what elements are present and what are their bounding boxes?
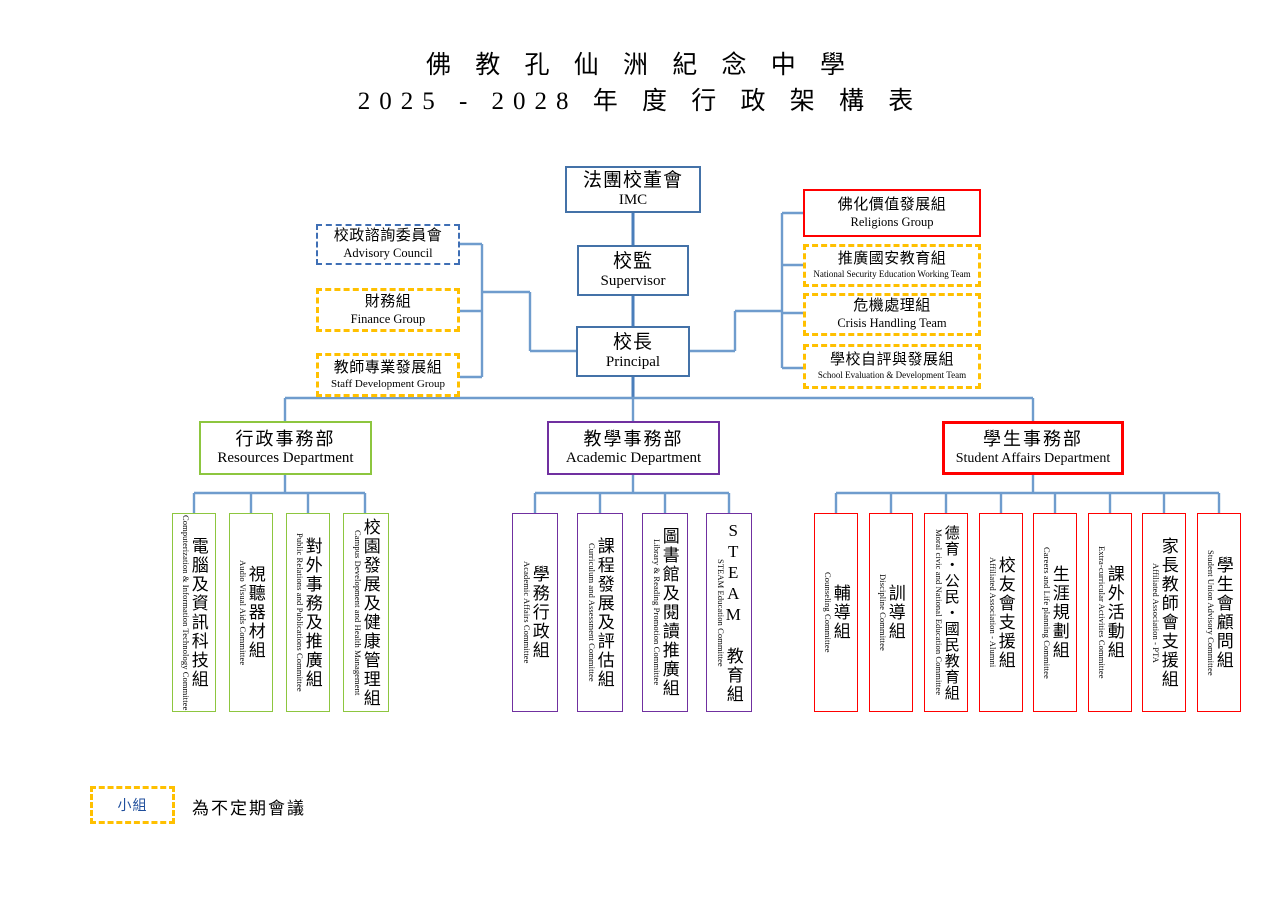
legend-sample-label: 小組 bbox=[117, 799, 148, 814]
committee-counseling[interactable]: 輔導組 Counseling Committee bbox=[814, 513, 858, 712]
department-resources-en: Resources Department bbox=[217, 449, 354, 466]
committee-student-union-advisory[interactable]: 學生會顧問組 Student Union Advisory Committee bbox=[1197, 513, 1241, 712]
legend-sample-box: 小組 bbox=[90, 786, 175, 824]
committee-alumni-support[interactable]: 校友會支援組 Affiliated Association - Alumni bbox=[979, 513, 1023, 712]
committee-audio-visual-aids[interactable]: 視聽器材組 Audio Visual Aids Committee bbox=[229, 513, 273, 712]
committee-computerization-it[interactable]: 電腦及資訊科技組 Computerization & Information T… bbox=[172, 513, 216, 712]
committee-campus-development-cn: 校園發展及健康管理組 bbox=[360, 517, 380, 708]
node-supervisor-en: Supervisor bbox=[600, 273, 666, 290]
committee-extra-curricular-activities-en: Extra-curricular Activities Committee bbox=[1096, 546, 1107, 679]
node-advisory-council-en: Advisory Council bbox=[343, 246, 433, 261]
committee-steam-education-en: STEAM Education Committee bbox=[715, 558, 726, 667]
node-supervisor[interactable]: 校監 Supervisor bbox=[577, 245, 689, 296]
node-religions-group[interactable]: 佛化價值發展組 Religions Group bbox=[803, 189, 981, 237]
committee-student-union-advisory-cn: 學生會顧問組 bbox=[1213, 555, 1233, 670]
node-staff-development-group-en: Staff Development Group bbox=[330, 377, 446, 390]
committee-curriculum-assessment[interactable]: 課程發展及評估組 Curriculum and Assessment Commi… bbox=[577, 513, 623, 712]
node-principal-cn: 校長 bbox=[612, 331, 653, 353]
node-school-evaluation-team[interactable]: 學校自評與發展組 School Evaluation & Development… bbox=[803, 344, 981, 389]
node-supervisor-cn: 校監 bbox=[612, 250, 653, 272]
legend-note: 為不定期會議 bbox=[192, 799, 306, 818]
department-student-affairs[interactable]: 學生事務部 Student Affairs Department bbox=[942, 421, 1124, 475]
committee-steam-education[interactable]: STEAM 教育組 STEAM Education Committee bbox=[706, 513, 752, 712]
committee-careers-life-planning[interactable]: 生涯規劃組 Careers and Life planning Committe… bbox=[1033, 513, 1077, 712]
committee-computerization-it-en: Computerization & Information Technology… bbox=[180, 514, 191, 711]
node-advisory-council[interactable]: 校政諮詢委員會 Advisory Council bbox=[316, 224, 460, 265]
committee-curriculum-assessment-cn: 課程發展及評估組 bbox=[594, 536, 614, 689]
node-staff-development-group-cn: 教師專業發展組 bbox=[333, 359, 443, 376]
committee-steam-education-cn: STEAM 教育組 bbox=[723, 521, 743, 704]
committee-library-reading-en: Library & Reading Promotion Committee bbox=[651, 539, 662, 686]
node-national-security-team-en: National Security Education Working Team bbox=[813, 269, 971, 280]
node-principal-en: Principal bbox=[605, 354, 661, 371]
committee-pta-support-cn: 家長教師會支援組 bbox=[1158, 536, 1178, 689]
page-title: 佛 教 孔 仙 洲 紀 念 中 學 2025 - 2028 年 度 行 政 架 … bbox=[0, 48, 1280, 120]
department-academic[interactable]: 教學事務部 Academic Department bbox=[547, 421, 720, 475]
node-staff-development-group[interactable]: 教師專業發展組 Staff Development Group bbox=[316, 353, 460, 397]
committee-academic-affairs-en: Academic Affairs Committee bbox=[521, 561, 532, 664]
node-finance-group-en: Finance Group bbox=[350, 311, 426, 326]
node-national-security-team[interactable]: 推廣國安教育組 National Security Education Work… bbox=[803, 244, 981, 287]
node-national-security-team-cn: 推廣國安教育組 bbox=[837, 251, 947, 268]
department-student-affairs-en: Student Affairs Department bbox=[955, 450, 1111, 466]
node-principal[interactable]: 校長 Principal bbox=[576, 326, 690, 377]
node-school-evaluation-team-cn: 學校自評與發展組 bbox=[829, 352, 954, 369]
committee-alumni-support-cn: 校友會支援組 bbox=[995, 555, 1015, 670]
department-academic-en: Academic Department bbox=[565, 449, 702, 466]
committee-counseling-en: Counseling Committee bbox=[822, 572, 833, 653]
committee-computerization-it-cn: 電腦及資訊科技組 bbox=[188, 536, 208, 689]
committee-discipline-en: Discipline Committee bbox=[877, 574, 888, 651]
committee-academic-affairs[interactable]: 學務行政組 Academic Affairs Committee bbox=[512, 513, 558, 712]
committee-public-relations-cn: 對外事務及推廣組 bbox=[302, 536, 322, 689]
node-crisis-handling-team-cn: 危機處理組 bbox=[853, 298, 931, 315]
committee-library-reading-cn: 圖書館及閱讀推廣組 bbox=[659, 527, 679, 698]
committee-pta-support[interactable]: 家長教師會支援組 Affiliated Association - PTA bbox=[1142, 513, 1186, 712]
node-finance-group-cn: 財務組 bbox=[364, 293, 412, 310]
department-academic-cn: 教學事務部 bbox=[583, 428, 684, 449]
node-religions-group-en: Religions Group bbox=[850, 214, 934, 229]
committee-curriculum-assessment-en: Curriculum and Assessment Committee bbox=[586, 543, 597, 682]
committee-academic-affairs-cn: 學務行政組 bbox=[529, 565, 549, 660]
node-imc-en: IMC bbox=[618, 192, 648, 209]
title-line-school: 佛 教 孔 仙 洲 紀 念 中 學 bbox=[425, 52, 854, 79]
committee-extra-curricular-activities[interactable]: 課外活動組 Extra-curricular Activities Commit… bbox=[1088, 513, 1132, 712]
committee-careers-life-planning-en: Careers and Life planning Committee bbox=[1041, 546, 1052, 679]
node-school-evaluation-team-en: School Evaluation & Development Team bbox=[817, 370, 967, 381]
committee-public-relations-en: Public Relations and Publications Commit… bbox=[294, 533, 305, 692]
committee-alumni-support-en: Affiliated Association - Alumni bbox=[987, 557, 998, 668]
committee-extra-curricular-activities-cn: 課外活動組 bbox=[1104, 565, 1124, 660]
committee-counseling-cn: 輔導組 bbox=[830, 584, 850, 641]
committee-discipline-cn: 訓導組 bbox=[885, 584, 905, 641]
committee-audio-visual-aids-en: Audio Visual Aids Committee bbox=[237, 559, 248, 666]
committee-moral-civic-national-education-en: Moral civic and National Education Commi… bbox=[933, 529, 944, 696]
node-crisis-handling-team[interactable]: 危機處理組 Crisis Handling Team bbox=[803, 293, 981, 336]
committee-discipline[interactable]: 訓導組 Discipline Committee bbox=[869, 513, 913, 712]
node-finance-group[interactable]: 財務組 Finance Group bbox=[316, 288, 460, 332]
committee-moral-civic-national-education-cn: 德育・公民・國民教育組 bbox=[942, 524, 959, 701]
department-student-affairs-cn: 學生事務部 bbox=[983, 429, 1083, 450]
node-crisis-handling-team-en: Crisis Handling Team bbox=[837, 316, 947, 331]
committee-student-union-advisory-en: Student Union Advisory Committee bbox=[1205, 549, 1216, 676]
committee-pta-support-en: Affiliated Association - PTA bbox=[1150, 562, 1161, 663]
committee-audio-visual-aids-cn: 視聽器材組 bbox=[245, 565, 265, 660]
committee-library-reading[interactable]: 圖書館及閱讀推廣組 Library & Reading Promotion Co… bbox=[642, 513, 688, 712]
committee-moral-civic-national-education[interactable]: 德育・公民・國民教育組 Moral civic and National Edu… bbox=[924, 513, 968, 712]
node-imc-cn: 法團校董會 bbox=[582, 169, 683, 191]
node-religions-group-cn: 佛化價值發展組 bbox=[837, 196, 947, 213]
department-resources[interactable]: 行政事務部 Resources Department bbox=[199, 421, 372, 475]
node-imc[interactable]: 法團校董會 IMC bbox=[565, 166, 701, 213]
title-line-year: 2025 - 2028 年 度 行 政 架 構 表 bbox=[357, 88, 923, 115]
committee-campus-development-en: Campus Development and Health Management bbox=[352, 529, 363, 696]
committee-careers-life-planning-cn: 生涯規劃組 bbox=[1049, 565, 1069, 660]
department-resources-cn: 行政事務部 bbox=[235, 428, 336, 449]
committee-campus-development[interactable]: 校園發展及健康管理組 Campus Development and Health… bbox=[343, 513, 389, 712]
node-advisory-council-cn: 校政諮詢委員會 bbox=[333, 228, 443, 245]
committee-public-relations[interactable]: 對外事務及推廣組 Public Relations and Publicatio… bbox=[286, 513, 330, 712]
